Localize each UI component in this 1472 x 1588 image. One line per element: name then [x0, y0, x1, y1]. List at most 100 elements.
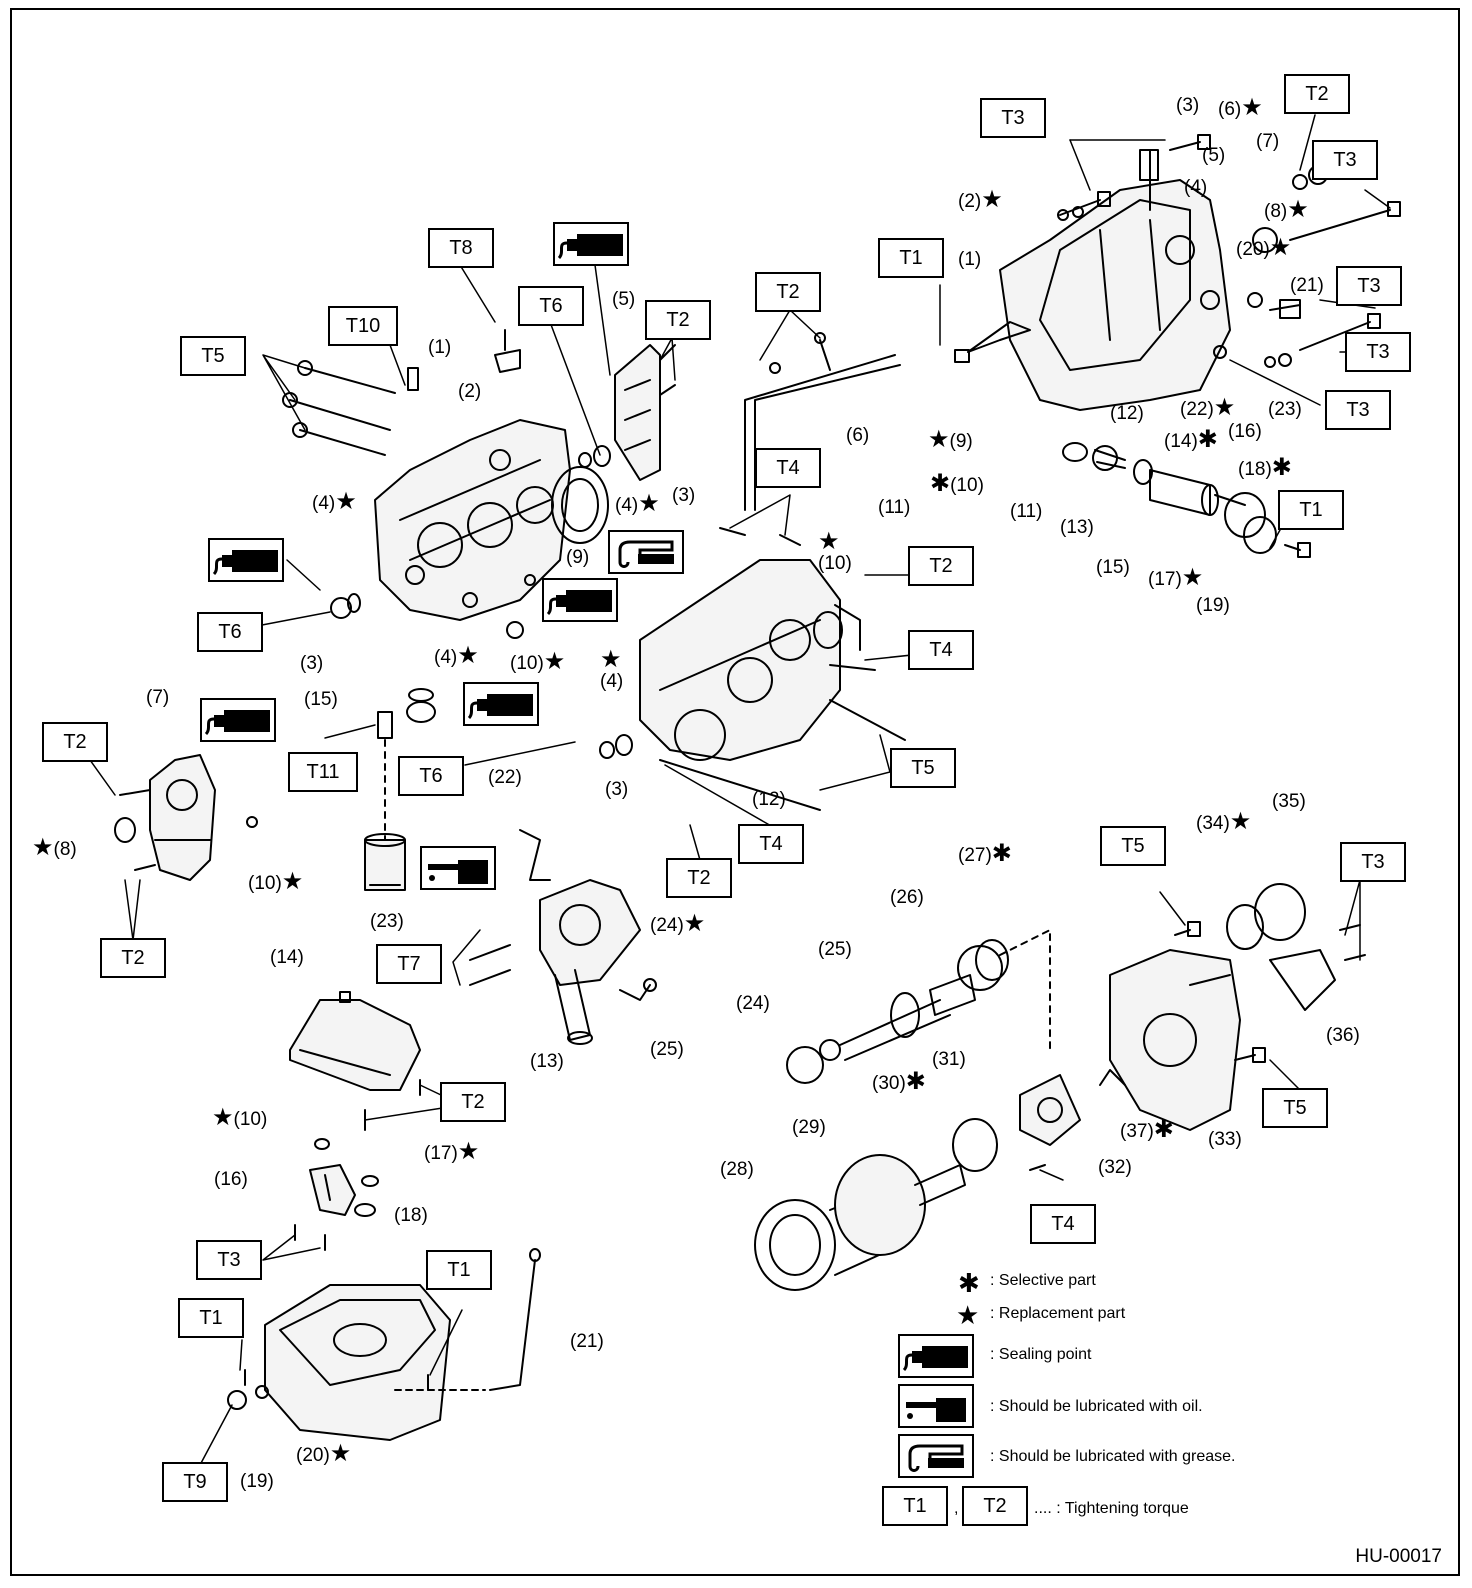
torque-t3-e: T3: [1325, 390, 1391, 430]
part-label-r17-text: (17): [1148, 569, 1182, 590]
transfer-housing: [1109, 883, 1366, 1131]
part-label-r9-text: (9): [949, 431, 973, 452]
part-label-c25: (25): [650, 1039, 684, 1060]
crankcase-left-half: [374, 329, 571, 639]
torque-t2-g: T2: [100, 938, 166, 978]
oil-can-icon: [898, 1384, 974, 1428]
torque-t10: T10: [328, 306, 398, 346]
torque-t5-a: T5: [180, 336, 246, 376]
part-label-r10: ✱(10): [930, 472, 984, 496]
part-label-l7: (7): [146, 687, 170, 708]
part-label-d32: (32): [1098, 1157, 1132, 1178]
crankcase-right-half: [599, 527, 906, 811]
part-label-p16: (16): [214, 1169, 248, 1190]
oil-strainer: [294, 1138, 379, 1251]
bolts-top-right: [954, 134, 1401, 368]
replacement-star: ★: [981, 186, 1003, 213]
output-shaft: [786, 929, 1051, 1084]
torque-t5-c: T5: [1100, 826, 1166, 866]
part-label-d34: (34)★: [1196, 810, 1251, 834]
sealant-tube-icon: [463, 682, 539, 726]
part-label-p20: (20)★: [296, 1442, 351, 1466]
torque-t6-a: T6: [518, 286, 584, 326]
part-label-d27-text: (27): [958, 845, 992, 866]
part-label-c4c-text: (4): [434, 647, 458, 668]
torque-t8: T8: [428, 228, 494, 268]
torque-t6-b: T6: [197, 612, 263, 652]
torque-t2-h: T2: [440, 1082, 506, 1122]
torque-t3-g: T3: [196, 1240, 262, 1280]
part-label-r18-text: (18): [1238, 459, 1272, 480]
part-label-p14: (14): [270, 947, 304, 968]
legend-replacement-text: : Replacement part: [990, 1305, 1126, 1322]
replacement-star: ★: [1181, 564, 1204, 591]
part-label-d27: (27)✱: [958, 842, 1012, 866]
torque-t11: T11: [288, 752, 358, 792]
part-label-c4d-text: (4): [600, 671, 624, 692]
legend-oil-text: : Should be lubricated with oil.: [990, 1398, 1203, 1415]
torque-t2-c: T2: [755, 272, 821, 312]
oil-can-icon: [420, 846, 496, 890]
part-label-c11: (11): [878, 497, 911, 518]
part-label-p20-text: (20): [296, 1445, 330, 1466]
diagram-reference-id: HU-00017: [1355, 1546, 1442, 1567]
replacement-star: ★: [928, 426, 950, 453]
part-label-r10-text: (10): [950, 475, 984, 496]
part-label-c12: (12): [752, 789, 786, 810]
grease-gun-icon: [608, 530, 684, 574]
oil-seal-and-plug: [330, 445, 611, 619]
replacement-star: ★: [818, 528, 840, 555]
part-label-p17-text: (17): [424, 1143, 458, 1164]
long-bolts-t5: [282, 360, 419, 456]
legend-torque-box-t1: T1: [882, 1486, 948, 1526]
part-label-c4a-text: (4): [312, 493, 336, 514]
part-label-c2: (2): [458, 381, 482, 402]
part-label-p10-text: (10): [233, 1109, 268, 1130]
torque-t9: T9: [162, 1462, 228, 1502]
replacement-star: ★: [281, 868, 304, 895]
torque-t3-a: T3: [980, 98, 1046, 138]
replacement-star: ★: [457, 1138, 480, 1165]
replacement-star: ★: [1213, 394, 1236, 421]
part-label-r7: (7): [1256, 131, 1280, 152]
selective-asterisk: ✱: [991, 840, 1012, 867]
part-label-d25: (25): [818, 939, 852, 960]
part-label-r23: (23): [1268, 399, 1302, 420]
legend-grease-text: : Should be lubricated with grease.: [990, 1448, 1236, 1465]
torque-t2-b: T2: [645, 300, 711, 340]
part-label-c13: (13): [530, 1051, 564, 1072]
selective-asterisk: ✱: [958, 1268, 980, 1298]
replacement-star: ★: [1241, 94, 1263, 121]
part-label-r20: (20)★: [1236, 236, 1291, 260]
selective-asterisk: ✱: [1153, 1116, 1174, 1143]
part-label-p10: ★(10): [212, 1106, 267, 1130]
part-label-r18: (18)✱: [1238, 456, 1292, 480]
torque-t4-c: T4: [738, 824, 804, 864]
replacement-star: ★: [543, 648, 566, 675]
part-label-c3b: (3): [300, 653, 324, 674]
part-label-d36: (36): [1326, 1025, 1360, 1046]
part-label-d26: (26): [890, 887, 924, 908]
part-label-c6: (6): [846, 425, 870, 446]
torque-t7: T7: [376, 944, 442, 984]
replacement-star: ★: [329, 1440, 352, 1467]
part-label-c4a: (4)★: [312, 490, 357, 514]
torque-t1-b: T1: [1278, 490, 1344, 530]
part-label-c3a: (3): [672, 485, 696, 506]
part-label-d33: (33): [1208, 1129, 1242, 1150]
sealant-tube-icon: [542, 578, 618, 622]
part-label-d34-text: (34): [1196, 813, 1230, 834]
legend-sealing-text: : Sealing point: [990, 1346, 1092, 1363]
part-label-c10a-text: (10): [818, 553, 852, 574]
part-label-r3: (3): [1176, 95, 1200, 116]
part-label-d30: (30)✱: [872, 1070, 926, 1094]
replacement-star: ★: [32, 834, 54, 861]
part-label-d28: (28): [720, 1159, 754, 1180]
selective-asterisk: ✱: [1197, 426, 1218, 453]
part-label-r2-text: (2): [958, 191, 982, 212]
part-label-c10b-text: (10): [510, 653, 544, 674]
oil-pump: [114, 754, 258, 881]
part-label-p18: (18): [394, 1205, 428, 1226]
part-label-r19: (19): [1196, 595, 1230, 616]
